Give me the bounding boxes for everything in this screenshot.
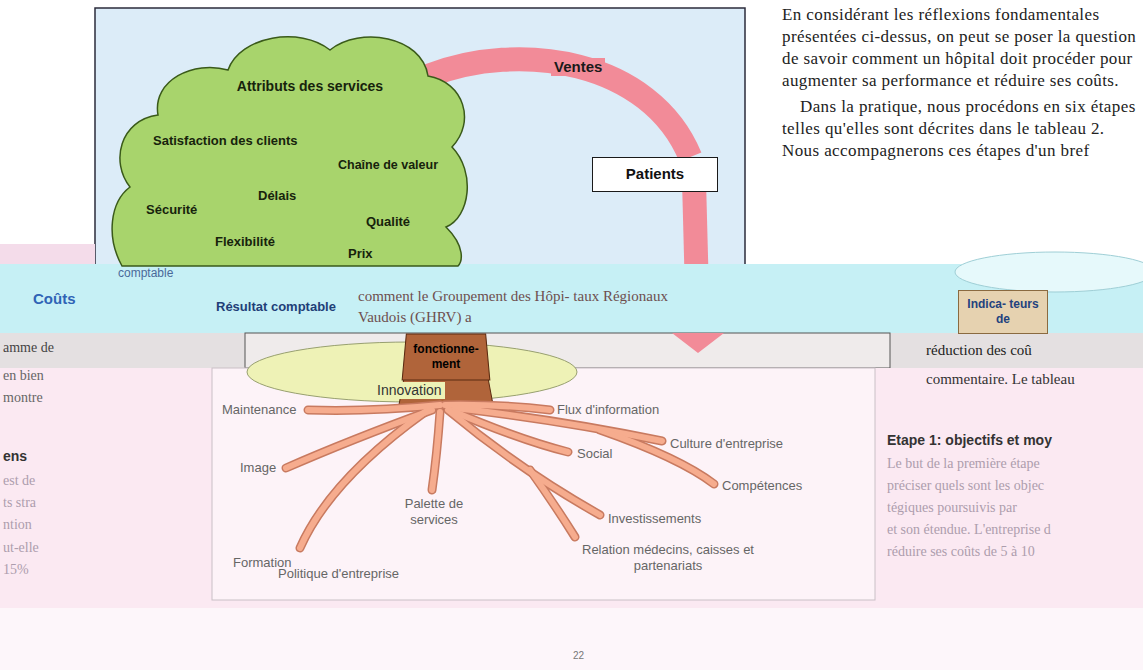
attribute-text: Sécurité: [146, 202, 197, 218]
attribute-text: Flexibilité: [215, 234, 275, 250]
fragment-text: amme de: [3, 340, 54, 357]
root-label: Relation médecins, caisses et partenaria…: [553, 542, 783, 574]
faded-text: Le but de la première étape: [887, 456, 1040, 473]
canopy-label: Innovation: [374, 382, 445, 399]
faded-text: 15%: [3, 562, 29, 579]
trunk-path: [402, 334, 490, 380]
services-cloud: Attributs des servicesSatisfaction des c…: [110, 22, 470, 266]
attribute-text: Qualité: [366, 214, 410, 230]
indicators-box: Indica- teurs de: [958, 290, 1048, 334]
faded-text: tégiques poursuivis par: [887, 500, 1017, 517]
root-label: Maintenance: [222, 402, 296, 418]
body-paragraph: Dans la pratique, nous procédons en six …: [782, 96, 1138, 162]
node-text: Indica- teurs de: [963, 297, 1043, 327]
section-heading: Etape 1: objectifs et moy: [887, 432, 1052, 449]
cloud-path: [112, 37, 467, 266]
root-label: Politique d'entreprise: [278, 566, 399, 582]
root-label: Flux d'information: [557, 402, 659, 418]
attribute-text: Délais: [258, 188, 296, 204]
node-text: fonctionne- ment: [404, 342, 488, 372]
body-paragraph: En considérant les réflexions fondamenta…: [782, 4, 1138, 92]
fragment-text: ens: [3, 448, 27, 465]
page-number: 22: [573, 650, 584, 662]
faded-text: préciser quels sont les objec: [887, 478, 1044, 495]
root-label: Culture d'entreprise: [670, 436, 783, 452]
root-label: Social: [577, 446, 612, 462]
edge-label: Ventes: [551, 58, 605, 76]
costs-label: Coûts: [33, 290, 76, 308]
fragment-text: comptable: [118, 266, 173, 280]
root-label: Image: [240, 460, 276, 476]
faded-text: est de: [3, 473, 35, 490]
faded-text: réduire ses coûts de 5 à 10: [887, 544, 1035, 561]
faded-text: et son étendue. L'entreprise d: [887, 522, 1051, 539]
patients-box: Patients: [592, 157, 718, 192]
root-label: Compétences: [722, 478, 802, 494]
root-label: Palette de services: [388, 496, 480, 528]
fragment-text: en bien: [3, 368, 44, 385]
attribute-text: Chaîne de valeur: [338, 158, 438, 173]
body-line: commentaire. Le tableau: [926, 370, 1075, 388]
trunk-shape: fonctionne- ment: [398, 334, 494, 380]
cloud-heading: Attributs des services: [235, 78, 385, 95]
overlay-text: comment le Groupement des Hôpi- taux Rég…: [358, 286, 688, 328]
body-line: réduction des coû: [926, 341, 1032, 359]
faded-text: ts stra: [3, 495, 36, 512]
fragment-text: montre: [3, 390, 43, 407]
result-label: Résultat comptable: [216, 299, 336, 315]
attribute-text: Satisfaction des clients: [153, 133, 298, 149]
root-label: Investissements: [608, 511, 701, 527]
faded-text: ntion: [3, 517, 32, 534]
node-text: Patients: [626, 165, 684, 184]
attribute-text: Prix: [348, 246, 373, 262]
faded-text: ut-elle: [3, 540, 39, 557]
